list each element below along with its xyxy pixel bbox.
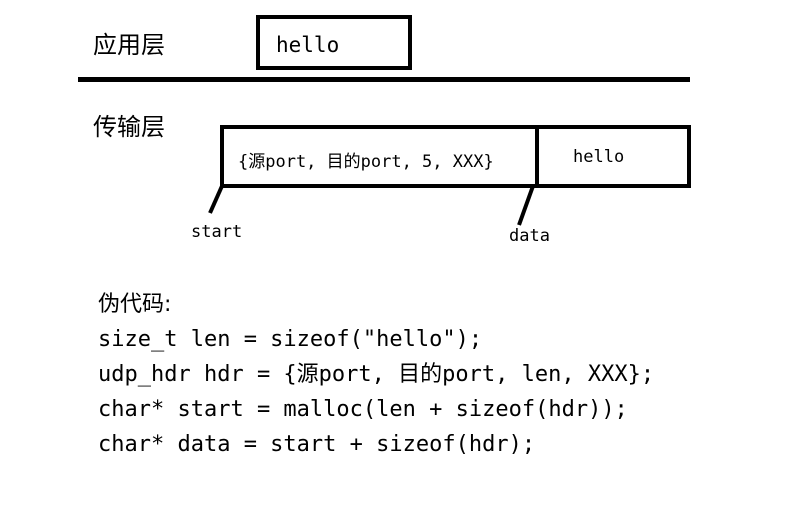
pseudocode-block: 伪代码: size_t len = sizeof("hello"); udp_h… xyxy=(98,287,654,462)
app-payload-box: hello xyxy=(256,15,412,70)
start-pointer-label: start xyxy=(191,222,243,242)
udp-payload-field: hello xyxy=(573,147,625,167)
code-line: size_t len = sizeof("hello"); xyxy=(98,327,483,352)
app-payload-text: hello xyxy=(276,33,340,57)
pseudocode-title: 伪代码: xyxy=(98,292,172,317)
udp-packet-box: {源port, 目的port, 5, XXX} hello xyxy=(220,125,691,188)
code-line: char* data = start + sizeof(hdr); xyxy=(98,432,536,457)
data-pointer-label: data xyxy=(509,226,550,246)
app-layer-label: 应用层 xyxy=(93,31,165,59)
udp-header-field: {源port, 目的port, 5, XXX} xyxy=(238,152,494,172)
code-line: udp_hdr hdr = {源port, 目的port, len, XXX}; xyxy=(98,362,655,387)
start-pointer-line xyxy=(208,185,224,214)
transport-layer-label: 传输层 xyxy=(93,113,165,141)
data-pointer-line xyxy=(517,185,535,226)
layer-divider xyxy=(78,77,690,82)
code-line: char* start = malloc(len + sizeof(hdr)); xyxy=(98,397,628,422)
header-payload-separator xyxy=(535,129,539,184)
